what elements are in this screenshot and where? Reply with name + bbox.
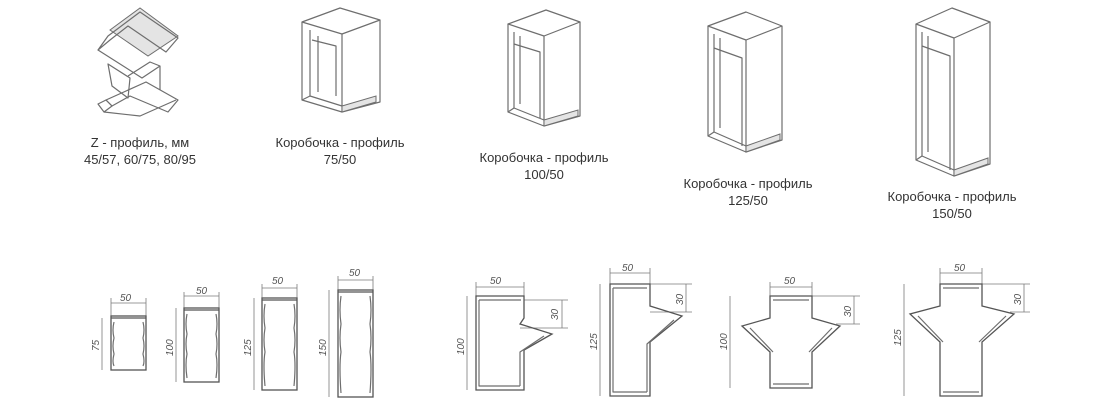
box-125-illustration <box>707 11 783 153</box>
section-150-width: 50 <box>349 268 361 279</box>
branch-1-height: 100 <box>456 338 467 355</box>
section-125-width: 50 <box>272 276 284 287</box>
section-150-height: 150 <box>318 339 329 356</box>
branch-4-height: 125 <box>893 329 904 346</box>
branch-125-double: 50 125 30 <box>893 263 1030 397</box>
branch-4-side: 30 <box>1013 293 1024 305</box>
branch-2-side: 30 <box>675 293 686 305</box>
box-150-illustration <box>915 7 991 177</box>
branch-2-height: 125 <box>589 333 600 350</box>
caption-box-75-line1: Коробочка - профиль <box>275 135 405 150</box>
section-75-height: 75 <box>91 339 102 351</box>
caption-box-100-line2: 100/50 <box>524 167 564 182</box>
caption-box-75: Коробочка - профиль 75/50 <box>270 134 410 168</box>
caption-box-75-line2: 75/50 <box>323 152 357 167</box>
caption-box-125-line2: 125/50 <box>728 193 768 208</box>
caption-box-125-line1: Коробочка - профиль <box>683 176 813 191</box>
branch-100-double: 50 100 30 <box>719 276 860 389</box>
caption-box-150-line2: 150/50 <box>932 206 972 221</box>
section-150: 50 150 <box>318 268 374 398</box>
section-75-width: 50 <box>120 293 132 304</box>
section-125: 50 125 <box>243 276 298 391</box>
branch-2-width: 50 <box>622 263 634 274</box>
branch-100-right: 50 100 30 <box>456 276 568 391</box>
section-100: 50 100 <box>165 286 220 383</box>
z-profile-illustration <box>97 7 179 117</box>
caption-z-profile: Z - профиль, мм 45/57, 60/75, 80/95 <box>80 134 200 168</box>
box-75-illustration <box>301 7 381 113</box>
caption-z-profile-line1: Z - профиль, мм <box>90 135 190 150</box>
caption-box-150-line1: Коробочка - профиль <box>887 189 1017 204</box>
section-75: 50 75 <box>91 293 147 371</box>
section-100-height: 100 <box>165 339 176 356</box>
branch-3-width: 50 <box>784 276 796 287</box>
branch-4-width: 50 <box>954 263 966 274</box>
box-100-illustration <box>507 9 581 127</box>
branch-1-side: 30 <box>550 308 561 320</box>
caption-box-100-line1: Коробочка - профиль <box>479 150 609 165</box>
branch-3-height: 100 <box>719 333 730 350</box>
branch-3-side: 30 <box>843 305 854 317</box>
caption-box-125: Коробочка - профиль 125/50 <box>678 175 818 209</box>
caption-z-profile-line2: 45/57, 60/75, 80/95 <box>83 152 197 167</box>
branch-1-width: 50 <box>490 276 502 287</box>
section-100-width: 50 <box>196 286 208 297</box>
caption-box-150: Коробочка - профиль 150/50 <box>882 188 1022 222</box>
branch-125-right: 50 125 30 <box>589 263 692 397</box>
caption-box-100: Коробочка - профиль 100/50 <box>474 149 614 183</box>
section-125-height: 125 <box>243 339 254 356</box>
